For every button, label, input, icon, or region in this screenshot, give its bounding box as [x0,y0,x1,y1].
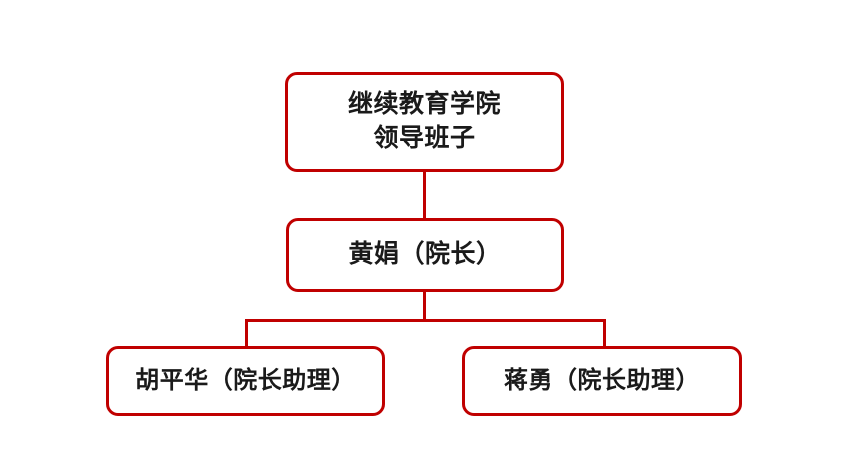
org-node-assistant-2-label: 蒋勇（院长助理） [504,366,700,394]
org-node-root-label: 继续教育学院 领导班子 [347,90,501,152]
org-node-root[interactable]: 继续教育学院 领导班子 [285,72,564,172]
org-node-assistant-2[interactable]: 蒋勇（院长助理） [462,346,742,416]
org-node-assistant-1[interactable]: 胡平华（院长助理） [106,346,385,416]
connector-root-to-dean [423,172,426,218]
org-node-dean-label: 黄娟（院长） [348,240,502,269]
connector-branch-to-assistant-2 [603,319,606,349]
connector-branch-bar [245,319,606,322]
connector-dean-to-branch-bar [423,292,426,322]
org-node-assistant-1-label: 胡平华（院长助理） [135,366,356,394]
connector-branch-to-assistant-1 [245,319,248,349]
org-node-dean[interactable]: 黄娟（院长） [286,218,564,292]
